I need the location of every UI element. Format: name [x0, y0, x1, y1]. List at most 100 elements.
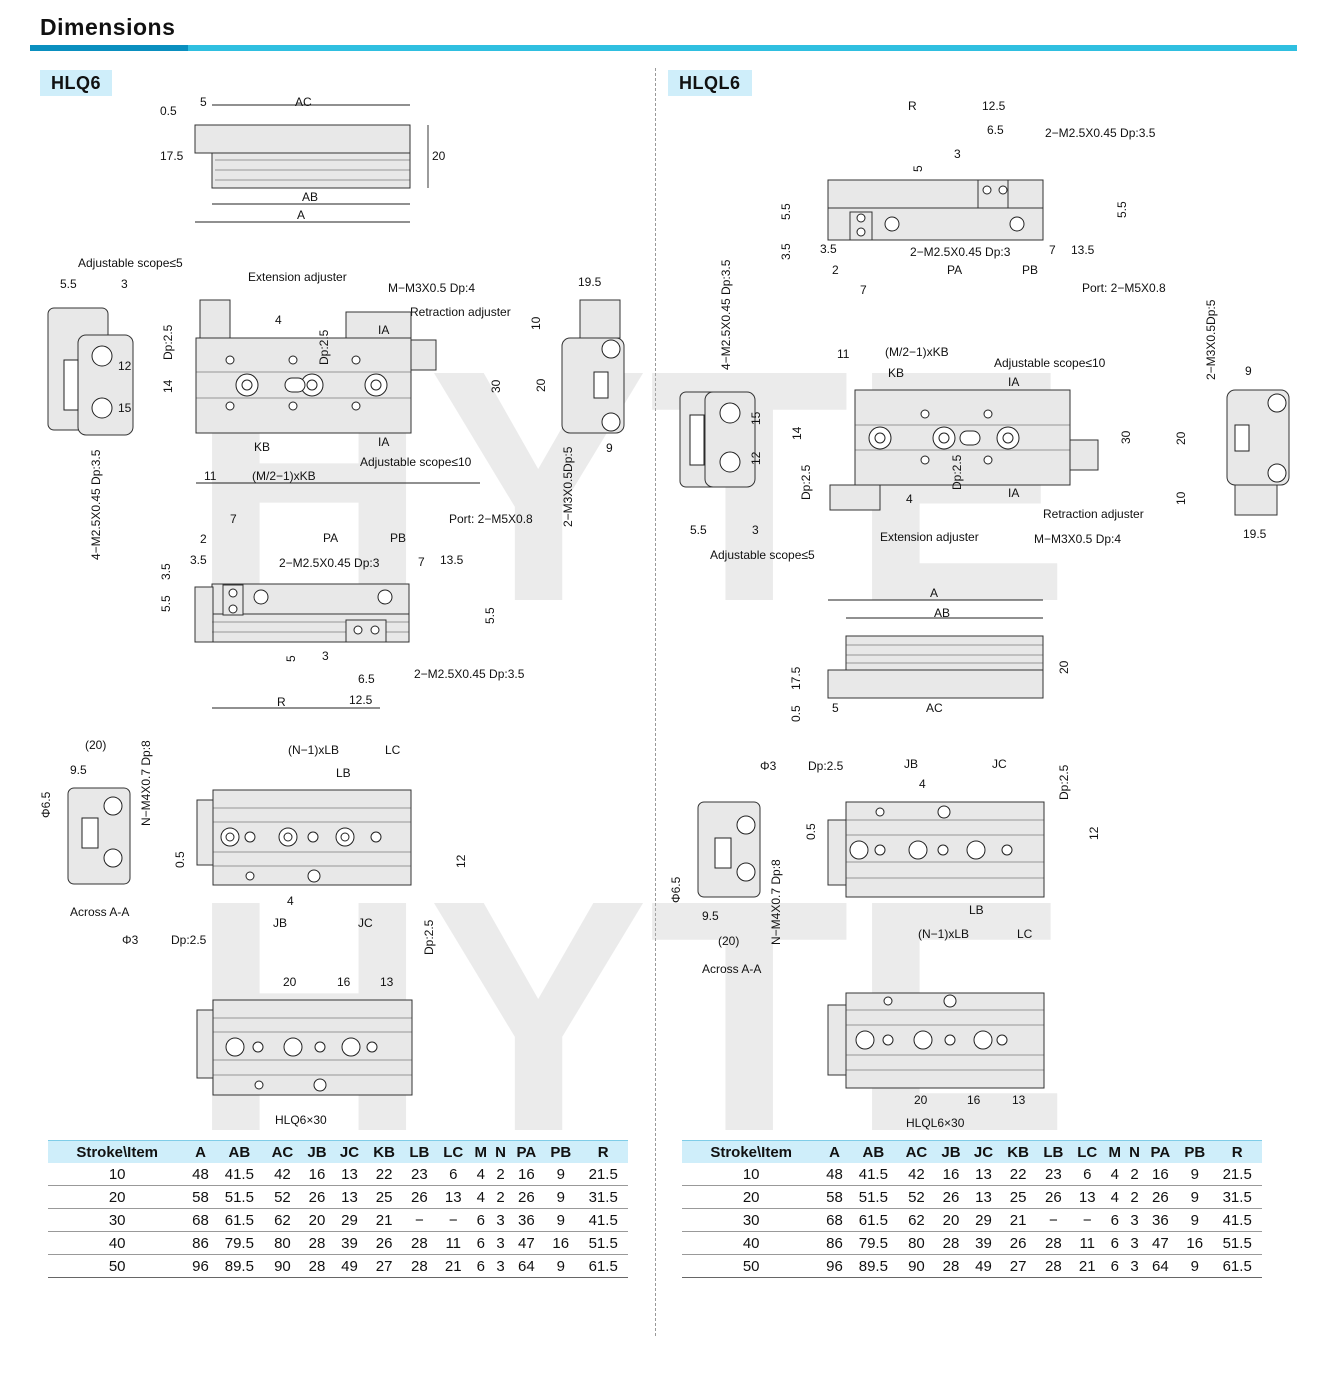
- table-cell: 61.5: [578, 1254, 628, 1278]
- svg-text:4: 4: [275, 313, 282, 327]
- column-header: KB: [365, 1140, 403, 1163]
- table-cell: 3: [1125, 1208, 1144, 1232]
- column-header: Stroke\Item: [48, 1140, 187, 1163]
- svg-text:2−M2.5X0.45 Dp:3.5: 2−M2.5X0.45 Dp:3.5: [414, 667, 525, 681]
- svg-text:5: 5: [832, 701, 839, 715]
- table-cell: −: [402, 1208, 437, 1232]
- svg-text:Retraction adjuster: Retraction adjuster: [1043, 507, 1144, 521]
- table-cell: 13: [436, 1185, 471, 1209]
- table-cell: 21.5: [1212, 1163, 1262, 1186]
- svg-text:JB: JB: [273, 916, 287, 930]
- table-cell: 9: [1177, 1208, 1213, 1232]
- svg-text:4: 4: [906, 492, 913, 506]
- svg-text:14: 14: [161, 379, 175, 393]
- table-cell: 3: [1125, 1231, 1144, 1255]
- table-cell: 41.5: [578, 1208, 628, 1232]
- column-header: Stroke\Item: [682, 1140, 821, 1163]
- table-cell: 10: [682, 1163, 821, 1186]
- hlql6-top-view: A AB 17.5 20 0.5 5 AC: [789, 586, 1071, 722]
- table-cell: 9: [543, 1208, 579, 1232]
- svg-text:Dp:2.5: Dp:2.5: [808, 759, 844, 773]
- table-cell: −: [1036, 1208, 1071, 1232]
- table-cell: 40: [48, 1231, 187, 1255]
- column-header: AB: [848, 1140, 899, 1163]
- column-header: R: [578, 1140, 628, 1163]
- table-cell: 16: [543, 1231, 579, 1255]
- svg-text:Dp:2.5: Dp:2.5: [317, 329, 331, 365]
- svg-text:Dp:2.5: Dp:2.5: [1057, 764, 1071, 800]
- column-header: JB: [934, 1140, 968, 1163]
- svg-text:KB: KB: [888, 366, 904, 380]
- svg-text:20: 20: [534, 378, 548, 392]
- svg-text:Adjustable scope≤10: Adjustable scope≤10: [994, 356, 1106, 370]
- hlql6-main-view: 4−M2.5X0.45 Dp:3.5 15 12 5.5 3 Adjustabl…: [679, 259, 1290, 562]
- column-header: JB: [300, 1140, 334, 1163]
- hlql6-30-view: 20 16 13 HLQL6×30: [827, 992, 1045, 1130]
- table-cell: 6: [470, 1208, 492, 1232]
- table-cell: 36: [1143, 1208, 1178, 1232]
- table-cell: 26: [1036, 1185, 1071, 1209]
- svg-text:Extension adjuster: Extension adjuster: [880, 530, 979, 544]
- table-cell: 36: [509, 1208, 544, 1232]
- table-cell: 28: [934, 1254, 968, 1278]
- svg-text:9.5: 9.5: [702, 909, 719, 923]
- svg-text:LC: LC: [385, 743, 401, 757]
- table-cell: 11: [1070, 1231, 1105, 1255]
- column-header: KB: [999, 1140, 1037, 1163]
- svg-text:13: 13: [1012, 1093, 1026, 1107]
- table-cell: 16: [509, 1163, 544, 1186]
- table-cell: 51.5: [848, 1185, 899, 1209]
- svg-text:3.5: 3.5: [190, 553, 207, 567]
- svg-text:20: 20: [1174, 431, 1188, 445]
- table-cell: −: [1070, 1208, 1105, 1232]
- svg-text:Extension adjuster: Extension adjuster: [248, 270, 347, 284]
- column-header: PB: [1177, 1140, 1213, 1163]
- svg-text:Dp:2.5: Dp:2.5: [950, 454, 964, 490]
- column-header: PA: [1143, 1140, 1178, 1163]
- svg-text:Adjustable scope≤5: Adjustable scope≤5: [78, 256, 183, 270]
- table-cell: 47: [1143, 1231, 1178, 1255]
- svg-text:0.5: 0.5: [789, 705, 803, 722]
- column-header: N: [1125, 1140, 1144, 1163]
- svg-text:0.5: 0.5: [173, 851, 187, 868]
- svg-text:AC: AC: [295, 95, 312, 109]
- hlq6-main-view: Adjustable scope≤5 Extension adjuster M−…: [47, 256, 625, 560]
- table-cell: 58: [186, 1185, 215, 1209]
- svg-text:LC: LC: [1017, 927, 1033, 941]
- svg-text:R: R: [908, 99, 917, 113]
- table-cell: 21: [999, 1208, 1037, 1232]
- table-cell: 23: [1036, 1163, 1071, 1186]
- column-header: LC: [436, 1140, 471, 1163]
- table-cell: 86: [186, 1231, 215, 1255]
- svg-text:Port: 2−M5X0.8: Port: 2−M5X0.8: [449, 512, 533, 526]
- svg-text:4−M2.5X0.45 Dp:3.5: 4−M2.5X0.45 Dp:3.5: [89, 449, 103, 560]
- svg-text:16: 16: [967, 1093, 981, 1107]
- table-cell: 20: [934, 1208, 968, 1232]
- svg-text:5.5: 5.5: [779, 203, 793, 220]
- table-cell: 21: [436, 1254, 471, 1278]
- svg-text:7: 7: [418, 555, 425, 569]
- svg-text:7: 7: [860, 283, 867, 297]
- hlq6-bottom-view: Port: 2−M5X0.8 PA PB 7 2 3.5 2−M2.5X0.45…: [159, 512, 533, 709]
- svg-text:0.5: 0.5: [160, 104, 177, 118]
- table-cell: 6: [470, 1254, 492, 1278]
- svg-text:12: 12: [749, 451, 763, 465]
- table-cell: 4: [470, 1163, 492, 1186]
- svg-text:5.5: 5.5: [60, 277, 77, 291]
- column-header: A: [186, 1140, 215, 1163]
- table-cell: 26: [365, 1231, 403, 1255]
- svg-text:4: 4: [919, 777, 926, 791]
- table-cell: 28: [300, 1254, 334, 1278]
- svg-text:2−M3X0.5Dp:5: 2−M3X0.5Dp:5: [561, 446, 575, 527]
- svg-text:(N−1)xLB: (N−1)xLB: [288, 743, 339, 757]
- table-cell: 2: [1125, 1163, 1144, 1186]
- table-cell: 61.5: [848, 1208, 899, 1232]
- svg-text:JC: JC: [358, 916, 373, 930]
- table-cell: 13: [1070, 1185, 1105, 1209]
- table-cell: 4: [1104, 1163, 1126, 1186]
